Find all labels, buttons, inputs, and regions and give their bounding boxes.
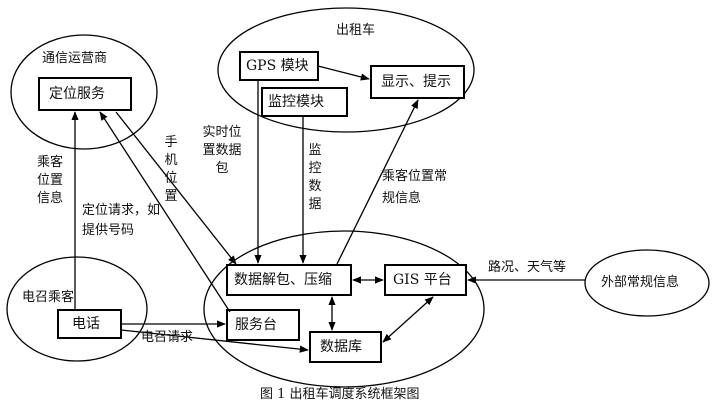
passenger-label: 电召乘客 — [22, 290, 75, 305]
service-desk-box — [226, 309, 300, 341]
gis-label: GIS 平台 — [393, 272, 452, 288]
location-request-label: 定位请求，如提供号码 — [82, 203, 161, 238]
unpack-box — [226, 264, 352, 296]
phone-label: 电话 — [72, 316, 100, 332]
realtime-packet-label: 实时位置数据包 — [202, 125, 242, 176]
gps-module-box — [239, 51, 319, 81]
call-request-label: 电召请求 — [141, 330, 194, 345]
edge-phone-to-database — [120, 329, 309, 353]
location-service-box — [38, 77, 132, 111]
service-desk-label: 服务台 — [235, 317, 277, 333]
dispatch-center-ellipse — [203, 230, 485, 388]
gis-box — [384, 264, 467, 296]
edge-gps-to-display — [317, 65, 370, 81]
road-weather-label: 路况、天气等 — [488, 260, 567, 275]
database-box — [309, 331, 382, 363]
edge-gis-database — [382, 296, 434, 343]
location-service-label: 定位服务 — [49, 86, 105, 102]
edge-servicedesk-to-location — [99, 111, 231, 313]
taxi-label: 出租车 — [336, 23, 376, 38]
monitor-module-box — [261, 87, 348, 117]
passenger-ellipse — [6, 256, 148, 362]
monitor-data-label: 监控数据 — [308, 143, 322, 212]
taxi-ellipse — [217, 7, 475, 133]
external-ellipse — [584, 249, 710, 317]
telecom-label: 通信运营商 — [42, 51, 108, 66]
external-label: 外部常规信息 — [601, 275, 680, 290]
edge-unpack-to-display — [336, 99, 419, 265]
display-label: 显示、提示 — [381, 74, 451, 90]
passenger-pos-info-label: 乘客位置常规信息 — [382, 169, 448, 206]
display-box — [370, 65, 465, 99]
passenger-location-info-label: 乘客位置信息 — [36, 155, 63, 206]
monitor-module-label: 监控模块 — [268, 94, 324, 110]
database-label: 数据库 — [320, 339, 362, 355]
telecom-ellipse — [10, 34, 158, 150]
mobile-location-label: 手机位置 — [164, 135, 178, 204]
edge-location-to-unpack — [115, 111, 237, 265]
gps-module-label: GPS 模块 — [246, 58, 309, 74]
unpack-label: 数据解包、压缩 — [234, 272, 332, 288]
figure-caption: 图 1 出租车调度系统框架图 — [260, 387, 420, 402]
